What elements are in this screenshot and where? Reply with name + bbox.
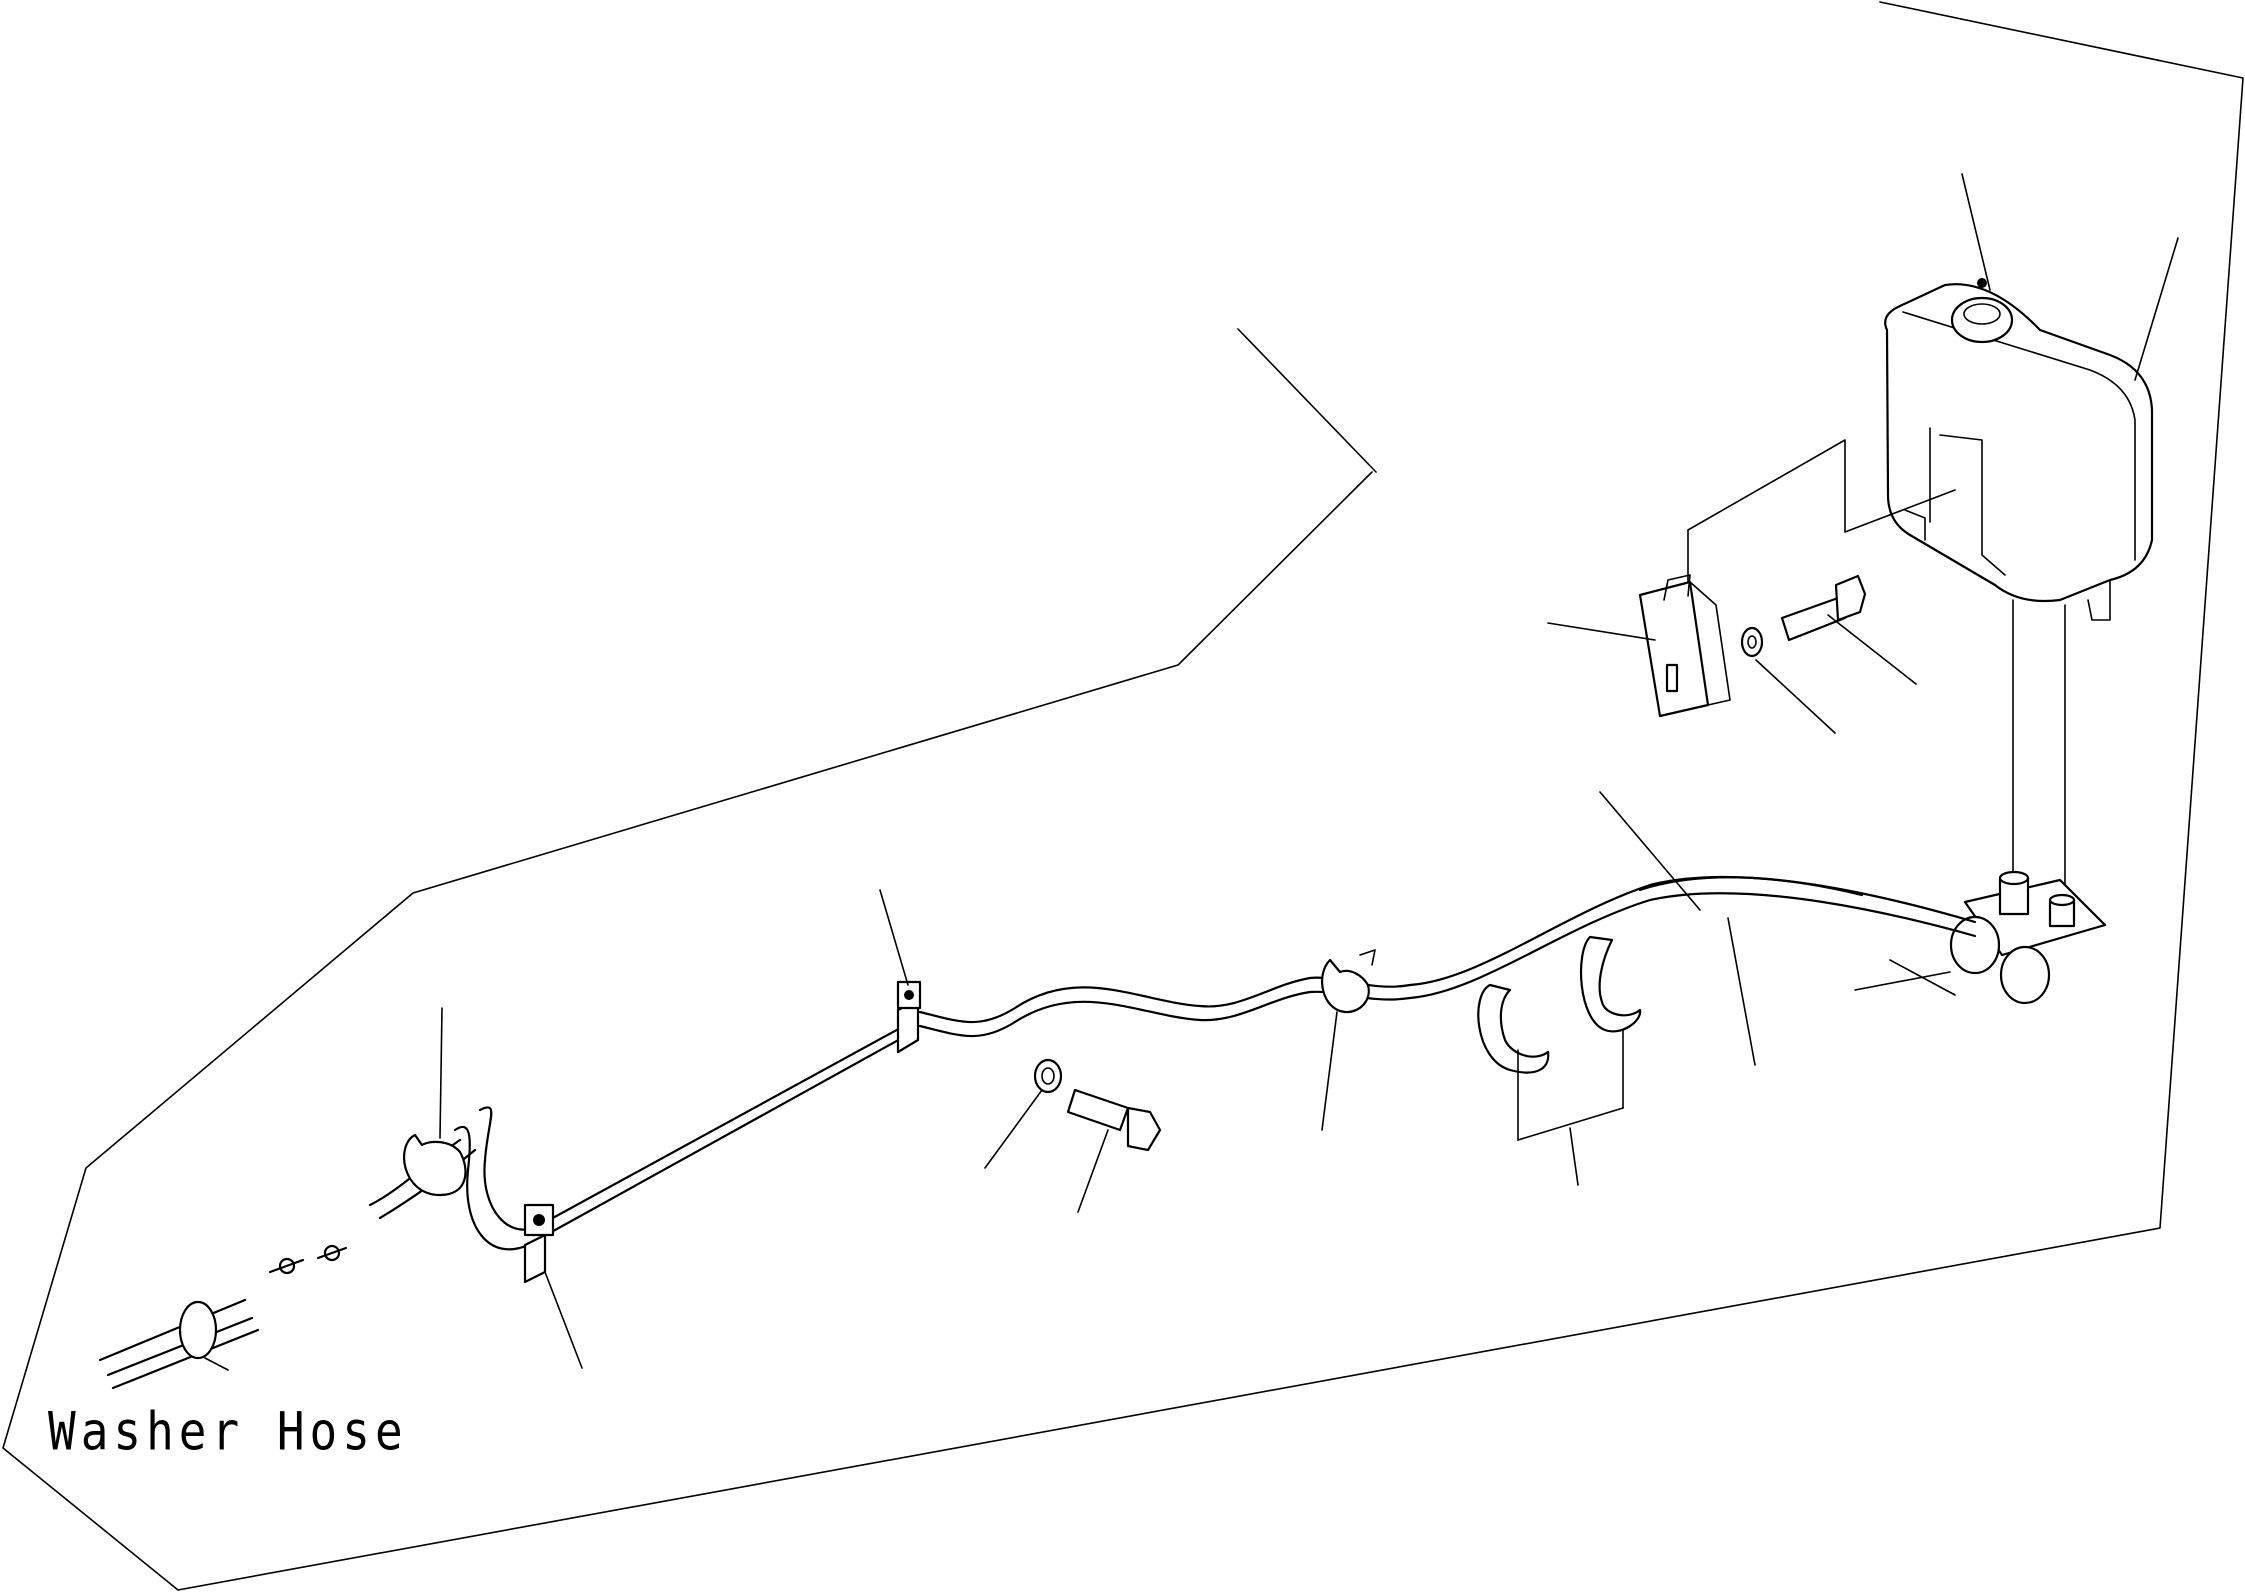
floor-edge-line bbox=[1237, 328, 1377, 473]
washer-hose-label: Washer Hose bbox=[48, 1400, 408, 1463]
hose-clip-2 bbox=[1477, 983, 1550, 1074]
hose-clip-1 bbox=[1579, 935, 1642, 1033]
hose-clip-3 bbox=[1321, 949, 1376, 1014]
hose-end-cut bbox=[98, 1298, 260, 1390]
hose-joint-connectors bbox=[268, 1244, 348, 1275]
washer-hose bbox=[368, 875, 1977, 1251]
hose-clip-left bbox=[402, 1133, 467, 1197]
hose-clamp-upper bbox=[896, 980, 922, 1054]
washer-lower bbox=[1033, 1058, 1063, 1094]
bolt-lower bbox=[1066, 1088, 1162, 1152]
mounting-bracket bbox=[1638, 574, 1731, 718]
hose-clamp-lower bbox=[523, 1203, 555, 1284]
washer-pump bbox=[1949, 870, 2107, 1005]
washer-upper bbox=[1740, 626, 1764, 658]
bolt-upper bbox=[1780, 574, 1867, 642]
washer-tank bbox=[1884, 278, 2154, 621]
leader-lines bbox=[439, 173, 2179, 1369]
